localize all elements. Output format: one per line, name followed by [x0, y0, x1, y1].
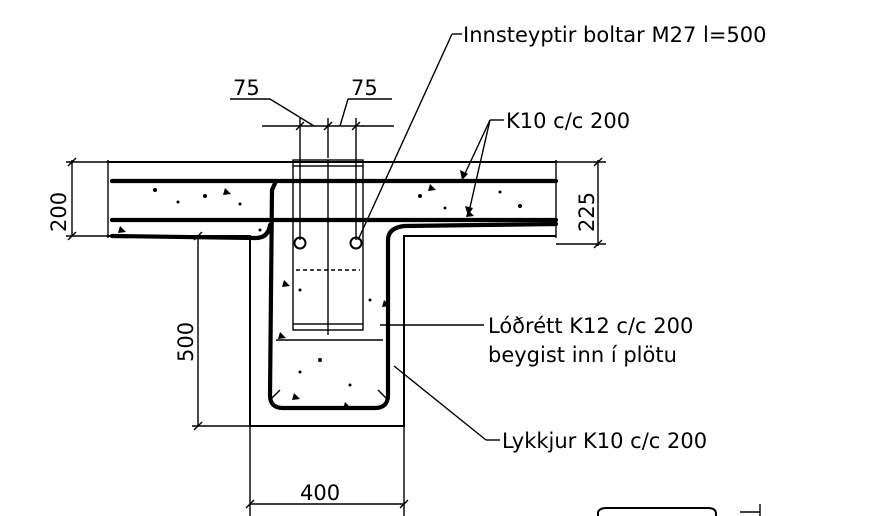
dim-beam-depth: [192, 231, 250, 431]
leader-stirrups: [393, 365, 500, 441]
leader-top-reinforcement: [460, 119, 504, 217]
partial-frame: [597, 504, 761, 516]
label-stirrups: Lykkjur K10 c/c 200: [502, 429, 707, 453]
stirrup-bar-left-leg: [109, 222, 273, 241]
stirrup-bar: [267, 178, 559, 411]
dim-bolt-offset-left: 75: [233, 76, 260, 100]
concrete-outline: [107, 160, 557, 427]
stirrup-hook: [269, 389, 281, 401]
label-bolts: Innsteyptir boltar M27 l=500: [463, 23, 767, 47]
leader-bolts: [357, 33, 462, 241]
dim-slab-right-value: 225: [575, 192, 599, 232]
slab-bars: [109, 178, 559, 223]
stirrup-hook: [377, 389, 389, 401]
dim-bolt-offset-right: 75: [351, 76, 378, 100]
dim-bolt-offset: [230, 98, 394, 240]
dim-beam-depth-value: 500: [174, 322, 198, 362]
dim-beam-width: [245, 426, 409, 516]
embedded-steel-plate: [276, 159, 383, 341]
dim-beam-width-value: 400: [300, 481, 340, 505]
label-vertical-reinforcement: Lóðrétt K12 c/c 200: [488, 314, 693, 338]
dim-slab-right: [556, 157, 606, 249]
label-vertical-reinforcement-note: beygist inn í plötu: [488, 343, 677, 367]
concrete-hatching: [118, 184, 522, 409]
dim-slab-left: [66, 157, 108, 241]
dim-slab-left-value: 200: [47, 192, 71, 232]
label-top-reinforcement: K10 c/c 200: [506, 109, 630, 133]
